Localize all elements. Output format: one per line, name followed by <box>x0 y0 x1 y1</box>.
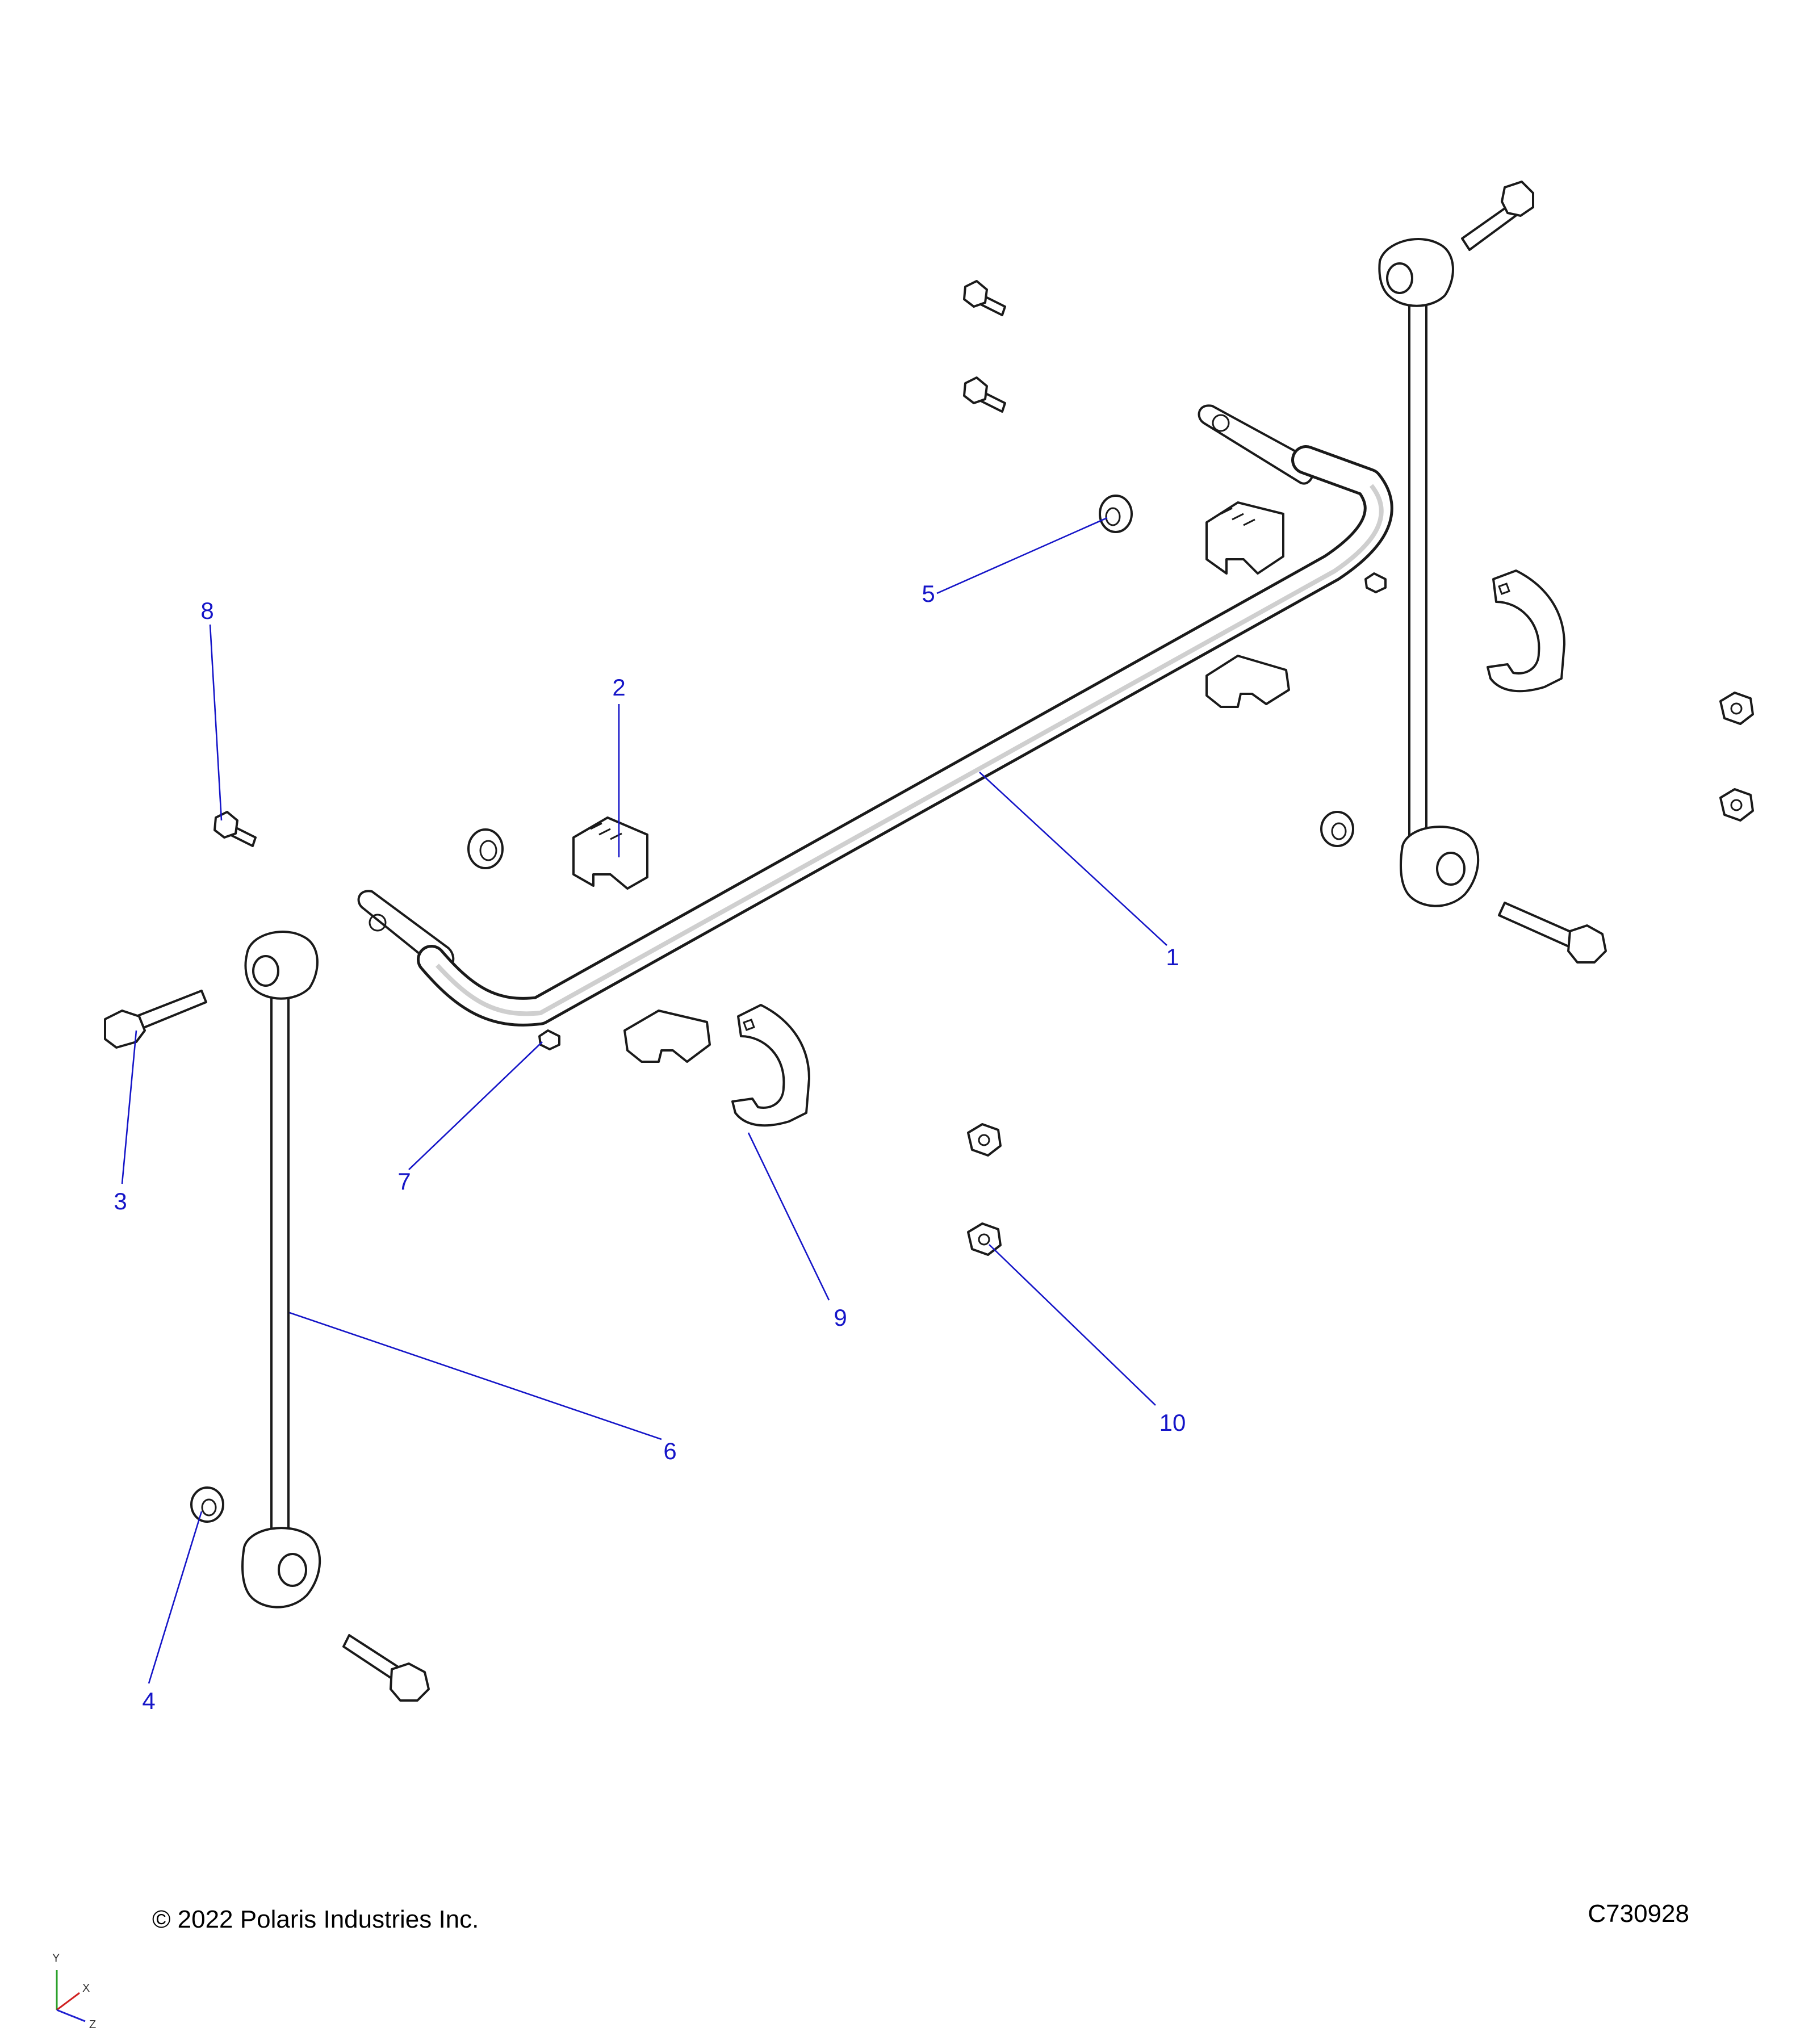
axis-triad: Y X Z <box>52 1952 96 2031</box>
bolt-small-left <box>213 811 257 847</box>
bolt-long-right-upper <box>1461 181 1534 251</box>
callout-6: 6 <box>663 1438 676 1464</box>
link-rod-right <box>1378 238 1480 907</box>
callout-5: 5 <box>922 580 935 607</box>
bushing-upper-right <box>1205 501 1284 575</box>
callout-9: 9 <box>834 1304 847 1331</box>
callout-10: 10 <box>1159 1409 1186 1436</box>
bushing-lower-right <box>1205 655 1290 708</box>
nut-flange-right <box>1320 811 1354 847</box>
bolt-long-left-lower <box>342 1634 430 1702</box>
callout-8: 8 <box>200 597 213 624</box>
drawing-number: C730928 <box>1588 1900 1689 1928</box>
axis-z-label: Z <box>89 2018 96 2031</box>
nut-flange-top <box>1099 495 1133 533</box>
leader-4 <box>148 1511 203 1684</box>
leader-1 <box>979 772 1167 946</box>
nut-hex-1 <box>967 1123 1002 1157</box>
nut-hex-3 <box>1719 692 1754 725</box>
stabilizer-bar <box>357 404 1393 1027</box>
bolt-long-left-upper <box>104 990 207 1049</box>
nut-flange-left <box>467 828 504 869</box>
callout-4: 4 <box>142 1687 155 1714</box>
leader-3 <box>121 1030 137 1184</box>
leader-5 <box>936 517 1108 594</box>
grease-fitting-left <box>538 1029 560 1050</box>
bushing-lower-left <box>623 1010 711 1063</box>
axis-x-label: X <box>82 1982 90 1995</box>
leader-7 <box>408 1041 543 1170</box>
bolt-long-right-lower <box>1498 902 1607 964</box>
callout-1: 1 <box>1166 944 1179 970</box>
bolt-small-top-2 <box>963 376 1006 413</box>
leader-8 <box>209 624 223 821</box>
leader-10 <box>989 1244 1156 1406</box>
copyright-text: © 2022 Polaris Industries Inc. <box>152 1905 479 1933</box>
axis-y-label: Y <box>52 1952 60 1965</box>
clamp-left <box>731 1004 810 1127</box>
link-rod-left <box>241 931 321 1609</box>
leader-lines <box>121 517 1167 1684</box>
callout-7: 7 <box>397 1168 411 1195</box>
leader-9 <box>747 1132 830 1301</box>
callout-labels: 1 2 3 4 5 6 7 8 9 10 <box>114 580 1186 1714</box>
nut-hex-4 <box>1719 788 1754 822</box>
callout-3: 3 <box>114 1188 127 1214</box>
grease-fitting-right <box>1364 572 1387 593</box>
bolt-small-top-1 <box>963 280 1006 316</box>
nut-flange-lower-left <box>190 1486 224 1523</box>
bushing-upper-left <box>572 816 648 890</box>
callout-2: 2 <box>612 674 625 701</box>
leader-6 <box>289 1312 662 1440</box>
clamp-right <box>1487 569 1565 693</box>
